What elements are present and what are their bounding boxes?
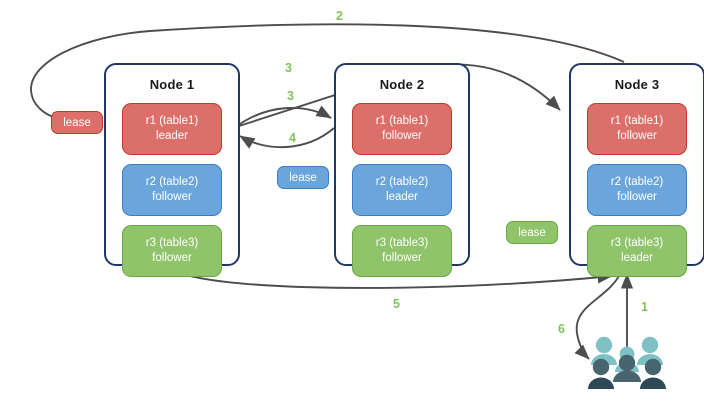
step-6-label: 6 bbox=[558, 322, 565, 336]
replica-3-green[interactable]: r3 (table3) follower bbox=[122, 225, 222, 277]
edge-step-3-to-node2 bbox=[236, 105, 332, 127]
step-3a-label: 3 bbox=[285, 61, 292, 75]
node-title: Node 2 bbox=[379, 77, 425, 92]
replica-name: r2 (table2) bbox=[610, 176, 664, 188]
replica-name: r3 (table3) bbox=[145, 237, 199, 249]
replica-role: follower bbox=[617, 191, 657, 203]
replica-2-blue[interactable]: r2 (table2) follower bbox=[122, 164, 222, 216]
step-3b-label: 3 bbox=[287, 89, 294, 103]
replica-role: follower bbox=[152, 191, 192, 203]
step-2-label: 2 bbox=[336, 9, 343, 23]
replica-name: r1 (table1) bbox=[375, 115, 429, 127]
replica-name: r3 (table3) bbox=[375, 237, 429, 249]
node-title: Node 3 bbox=[614, 77, 660, 92]
step-5-label: 5 bbox=[393, 297, 400, 311]
replica-name: r2 (table2) bbox=[145, 176, 199, 188]
replica-2-blue[interactable]: r2 (table2) follower bbox=[587, 164, 687, 216]
step-4-label: 4 bbox=[289, 131, 296, 145]
lease-red-badge[interactable]: lease bbox=[51, 111, 103, 134]
node-box-1: Node 1 r1 (table1) leader r2 (table2) follow… bbox=[104, 63, 240, 277]
replica-name: r1 (table1) bbox=[145, 115, 199, 127]
replica-1-red[interactable]: r1 (table1) follower bbox=[587, 103, 687, 155]
node-box-3: Node 3 r1 (table1) follower r2 (table2) foll… bbox=[569, 63, 704, 277]
replica-1-red[interactable]: r1 (table1) leader bbox=[122, 103, 222, 155]
replica-2-blue[interactable]: r2 (table2) leader bbox=[352, 164, 452, 216]
replica-name: r2 (table2) bbox=[375, 176, 429, 188]
replica-role: leader bbox=[621, 252, 653, 264]
replica-role: follower bbox=[617, 130, 657, 142]
step-1-label: 1 bbox=[641, 300, 648, 314]
node-title: Node 1 bbox=[149, 77, 195, 92]
replica-1-red[interactable]: r1 (table1) follower bbox=[352, 103, 452, 155]
replica-name: r1 (table1) bbox=[610, 115, 664, 127]
replica-role: follower bbox=[382, 252, 422, 264]
replica-role: follower bbox=[152, 252, 192, 264]
replica-role: follower bbox=[382, 130, 422, 142]
lease-blue-badge[interactable]: lease bbox=[277, 166, 329, 189]
edge-step-2 bbox=[30, 23, 625, 124]
replica-name: r3 (table3) bbox=[610, 237, 664, 249]
replica-role: leader bbox=[386, 191, 418, 203]
edge-step-4 bbox=[239, 127, 335, 149]
replica-3-green[interactable]: r3 (table3) follower bbox=[352, 225, 452, 277]
replica-3-green[interactable]: r3 (table3) leader bbox=[587, 225, 687, 277]
lease-green-badge[interactable]: lease bbox=[506, 221, 558, 244]
edge-step-6 bbox=[574, 273, 621, 360]
people-group-icon bbox=[588, 336, 666, 389]
node-box-2: Node 2 r1 (table1) follower r2 (table2) lead… bbox=[334, 63, 470, 277]
replica-role: leader bbox=[156, 130, 188, 142]
